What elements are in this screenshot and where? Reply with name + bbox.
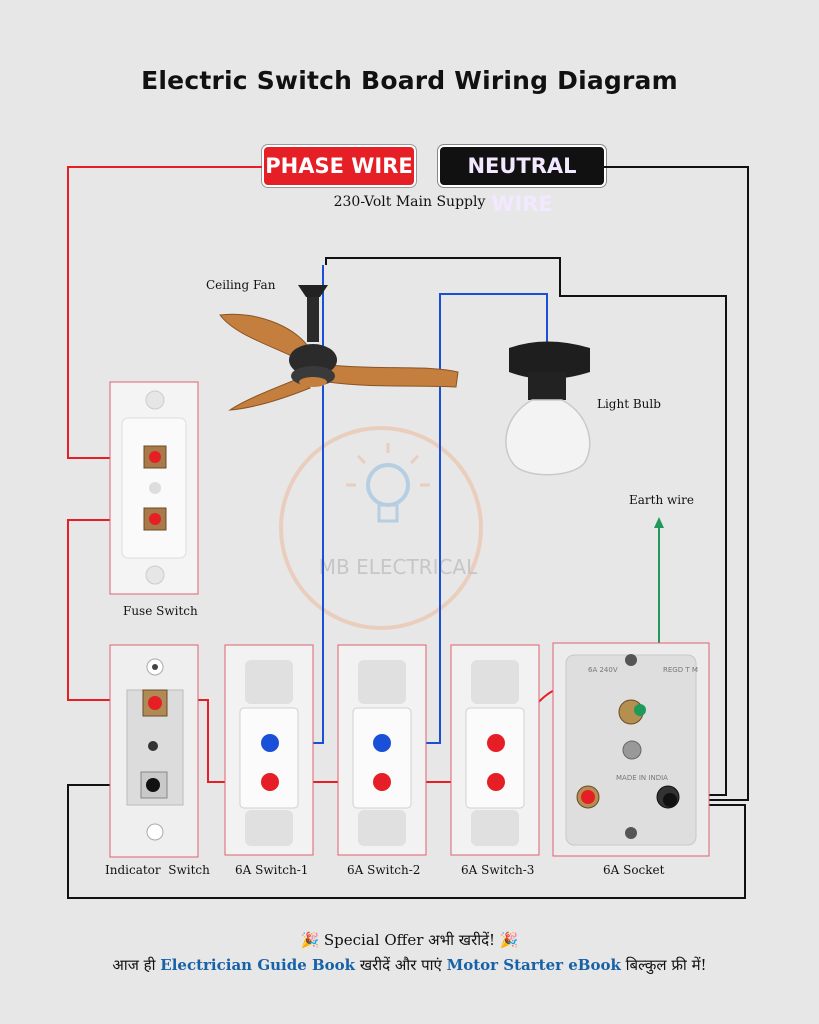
socket-rating: 6A 240V (588, 666, 618, 674)
indicator-switch (109, 644, 199, 858)
light-bulb (505, 341, 591, 476)
footer-promo: आज ही Electrician Guide Book खरीदें और प… (0, 955, 819, 975)
promo-text-a: आज ही (112, 956, 156, 974)
motor-starter-link[interactable]: Motor Starter eBook (446, 956, 621, 974)
socket-regd: REGD T M (663, 666, 698, 674)
footer-offer: 🎉 Special Offer अभी खरीदें! 🎉 (0, 930, 819, 950)
ceiling-fan (219, 285, 459, 411)
supply-label: 230-Volt Main Supply (333, 194, 486, 210)
party-icon-left: 🎉 (300, 931, 320, 949)
watermark-logo: MB ELECTRICAL (279, 426, 483, 630)
socket-made-in: MADE IN INDIA (616, 774, 668, 782)
electrician-guide-link[interactable]: Electrician Guide Book (160, 956, 356, 974)
party-icon-right: 🎉 (499, 931, 519, 949)
socket-6a: 6A 240V REGD T M MADE IN INDIA (552, 642, 710, 857)
label-socket: 6A Socket (603, 863, 665, 877)
label-light-bulb: Light Bulb (597, 397, 661, 411)
label-fuse-switch: Fuse Switch (123, 604, 198, 618)
promo-text-c: खरीदें और पाएं (359, 956, 442, 974)
fuse-switch (109, 381, 199, 595)
page-title: Electric Switch Board Wiring Diagram (141, 66, 678, 95)
offer-text: Special Offer अभी खरीदें! (323, 931, 496, 949)
phase-wire-tag: PHASE WIRE (262, 145, 416, 187)
label-switch-2: 6A Switch-2 (347, 863, 421, 877)
promo-text-e: बिल्कुल फ्री में! (625, 956, 707, 974)
switch-2 (337, 644, 427, 856)
label-switch-3: 6A Switch-3 (461, 863, 535, 877)
label-earth-wire: Earth wire (629, 493, 694, 507)
switch-1 (224, 644, 314, 856)
switch-3 (450, 644, 540, 856)
watermark-text: MB ELECTRICAL (319, 555, 478, 579)
label-ceiling-fan: Ceiling Fan (206, 278, 276, 292)
label-indicator-switch: Indicator Switch (105, 863, 210, 877)
label-switch-1: 6A Switch-1 (235, 863, 309, 877)
